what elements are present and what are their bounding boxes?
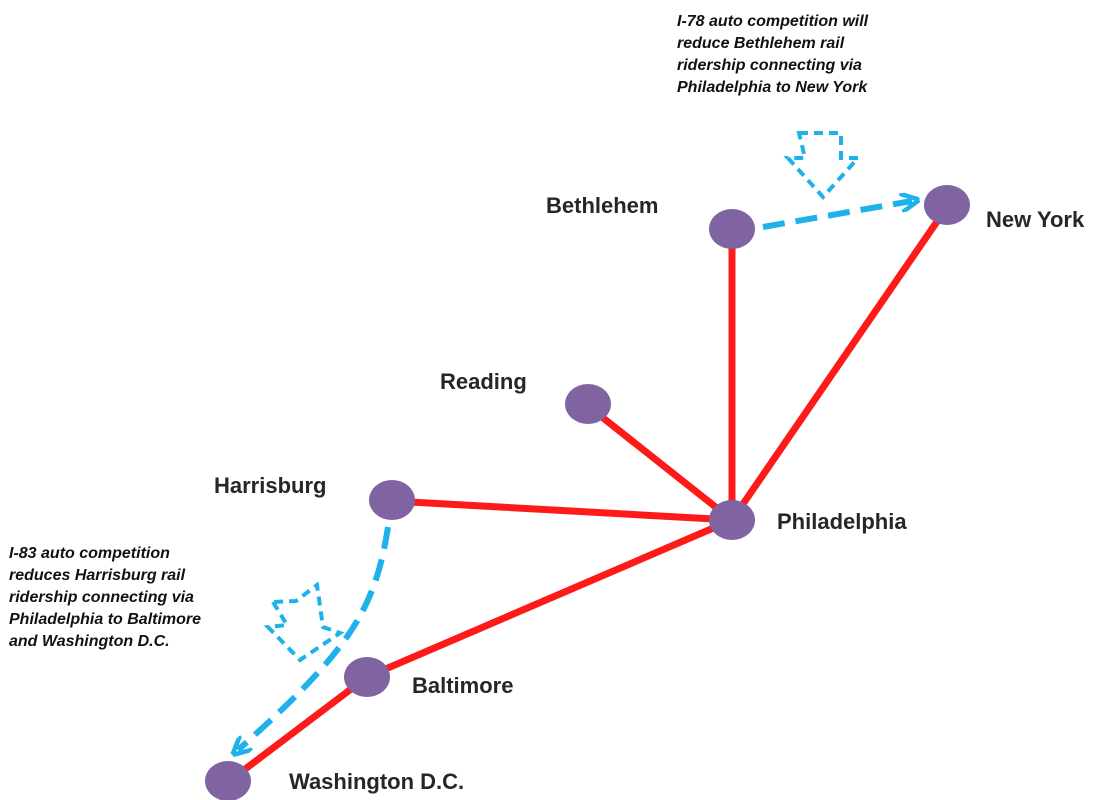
i78-auto-flow-arrow xyxy=(762,201,912,230)
city-node-baltimore xyxy=(344,657,390,697)
block-arrows xyxy=(263,131,863,663)
city-node-washington xyxy=(205,761,251,800)
city-label-reading: Reading xyxy=(440,369,527,394)
auto-competition-flows xyxy=(238,201,912,750)
i83-annotation: I-83 auto competition reduces Harrisburg… xyxy=(9,543,201,653)
i83-annotation-line-5: and Washington D.C. xyxy=(9,633,170,650)
city-node-bethlehem xyxy=(709,209,755,249)
i83-annotation-line-1: I-83 auto competition xyxy=(9,545,170,562)
city-label-new-york: New York xyxy=(986,207,1085,232)
city-node-reading xyxy=(565,384,611,424)
i83-annotation-line-2: reduces Harrisburg rail xyxy=(9,567,186,584)
down-block-arrow-icon xyxy=(783,131,863,200)
i78-annotation-line-1: I-78 auto competition will xyxy=(677,13,869,30)
rail-line-reading-philadelphia xyxy=(584,402,736,524)
i83-annotation-line-3: ridership connecting via xyxy=(9,589,194,606)
city-label-baltimore: Baltimore xyxy=(412,673,514,698)
city-node-harrisburg xyxy=(369,480,415,520)
i78-annotation: I-78 auto competition will reduce Bethle… xyxy=(677,11,868,99)
city-label-philadelphia: Philadelphia xyxy=(777,509,907,534)
i83-auto-flow-arrow xyxy=(238,526,391,750)
rail-line-philadelphia-baltimore xyxy=(363,516,736,681)
down-left-block-arrow-icon xyxy=(263,581,345,663)
i83-annotation-line-4: Philadelphia to Baltimore xyxy=(9,611,202,628)
i78-annotation-line-4: Philadelphia to New York xyxy=(677,79,868,96)
city-nodes xyxy=(205,185,970,800)
city-label-bethlehem: Bethlehem xyxy=(546,193,659,218)
i78-annotation-line-3: ridership connecting via xyxy=(677,57,862,74)
rail-line-baltimore-washington xyxy=(224,673,371,786)
city-node-new-york xyxy=(924,185,970,225)
rail-line-new-york-philadelphia xyxy=(728,203,951,524)
city-label-washington: Washington D.C. xyxy=(289,769,465,794)
rail-lines xyxy=(224,203,951,786)
rail-line-harrisburg-philadelphia xyxy=(388,497,736,524)
city-node-philadelphia xyxy=(709,500,755,540)
i78-annotation-line-2: reduce Bethlehem rail xyxy=(677,35,845,52)
city-label-harrisburg: Harrisburg xyxy=(214,473,327,498)
